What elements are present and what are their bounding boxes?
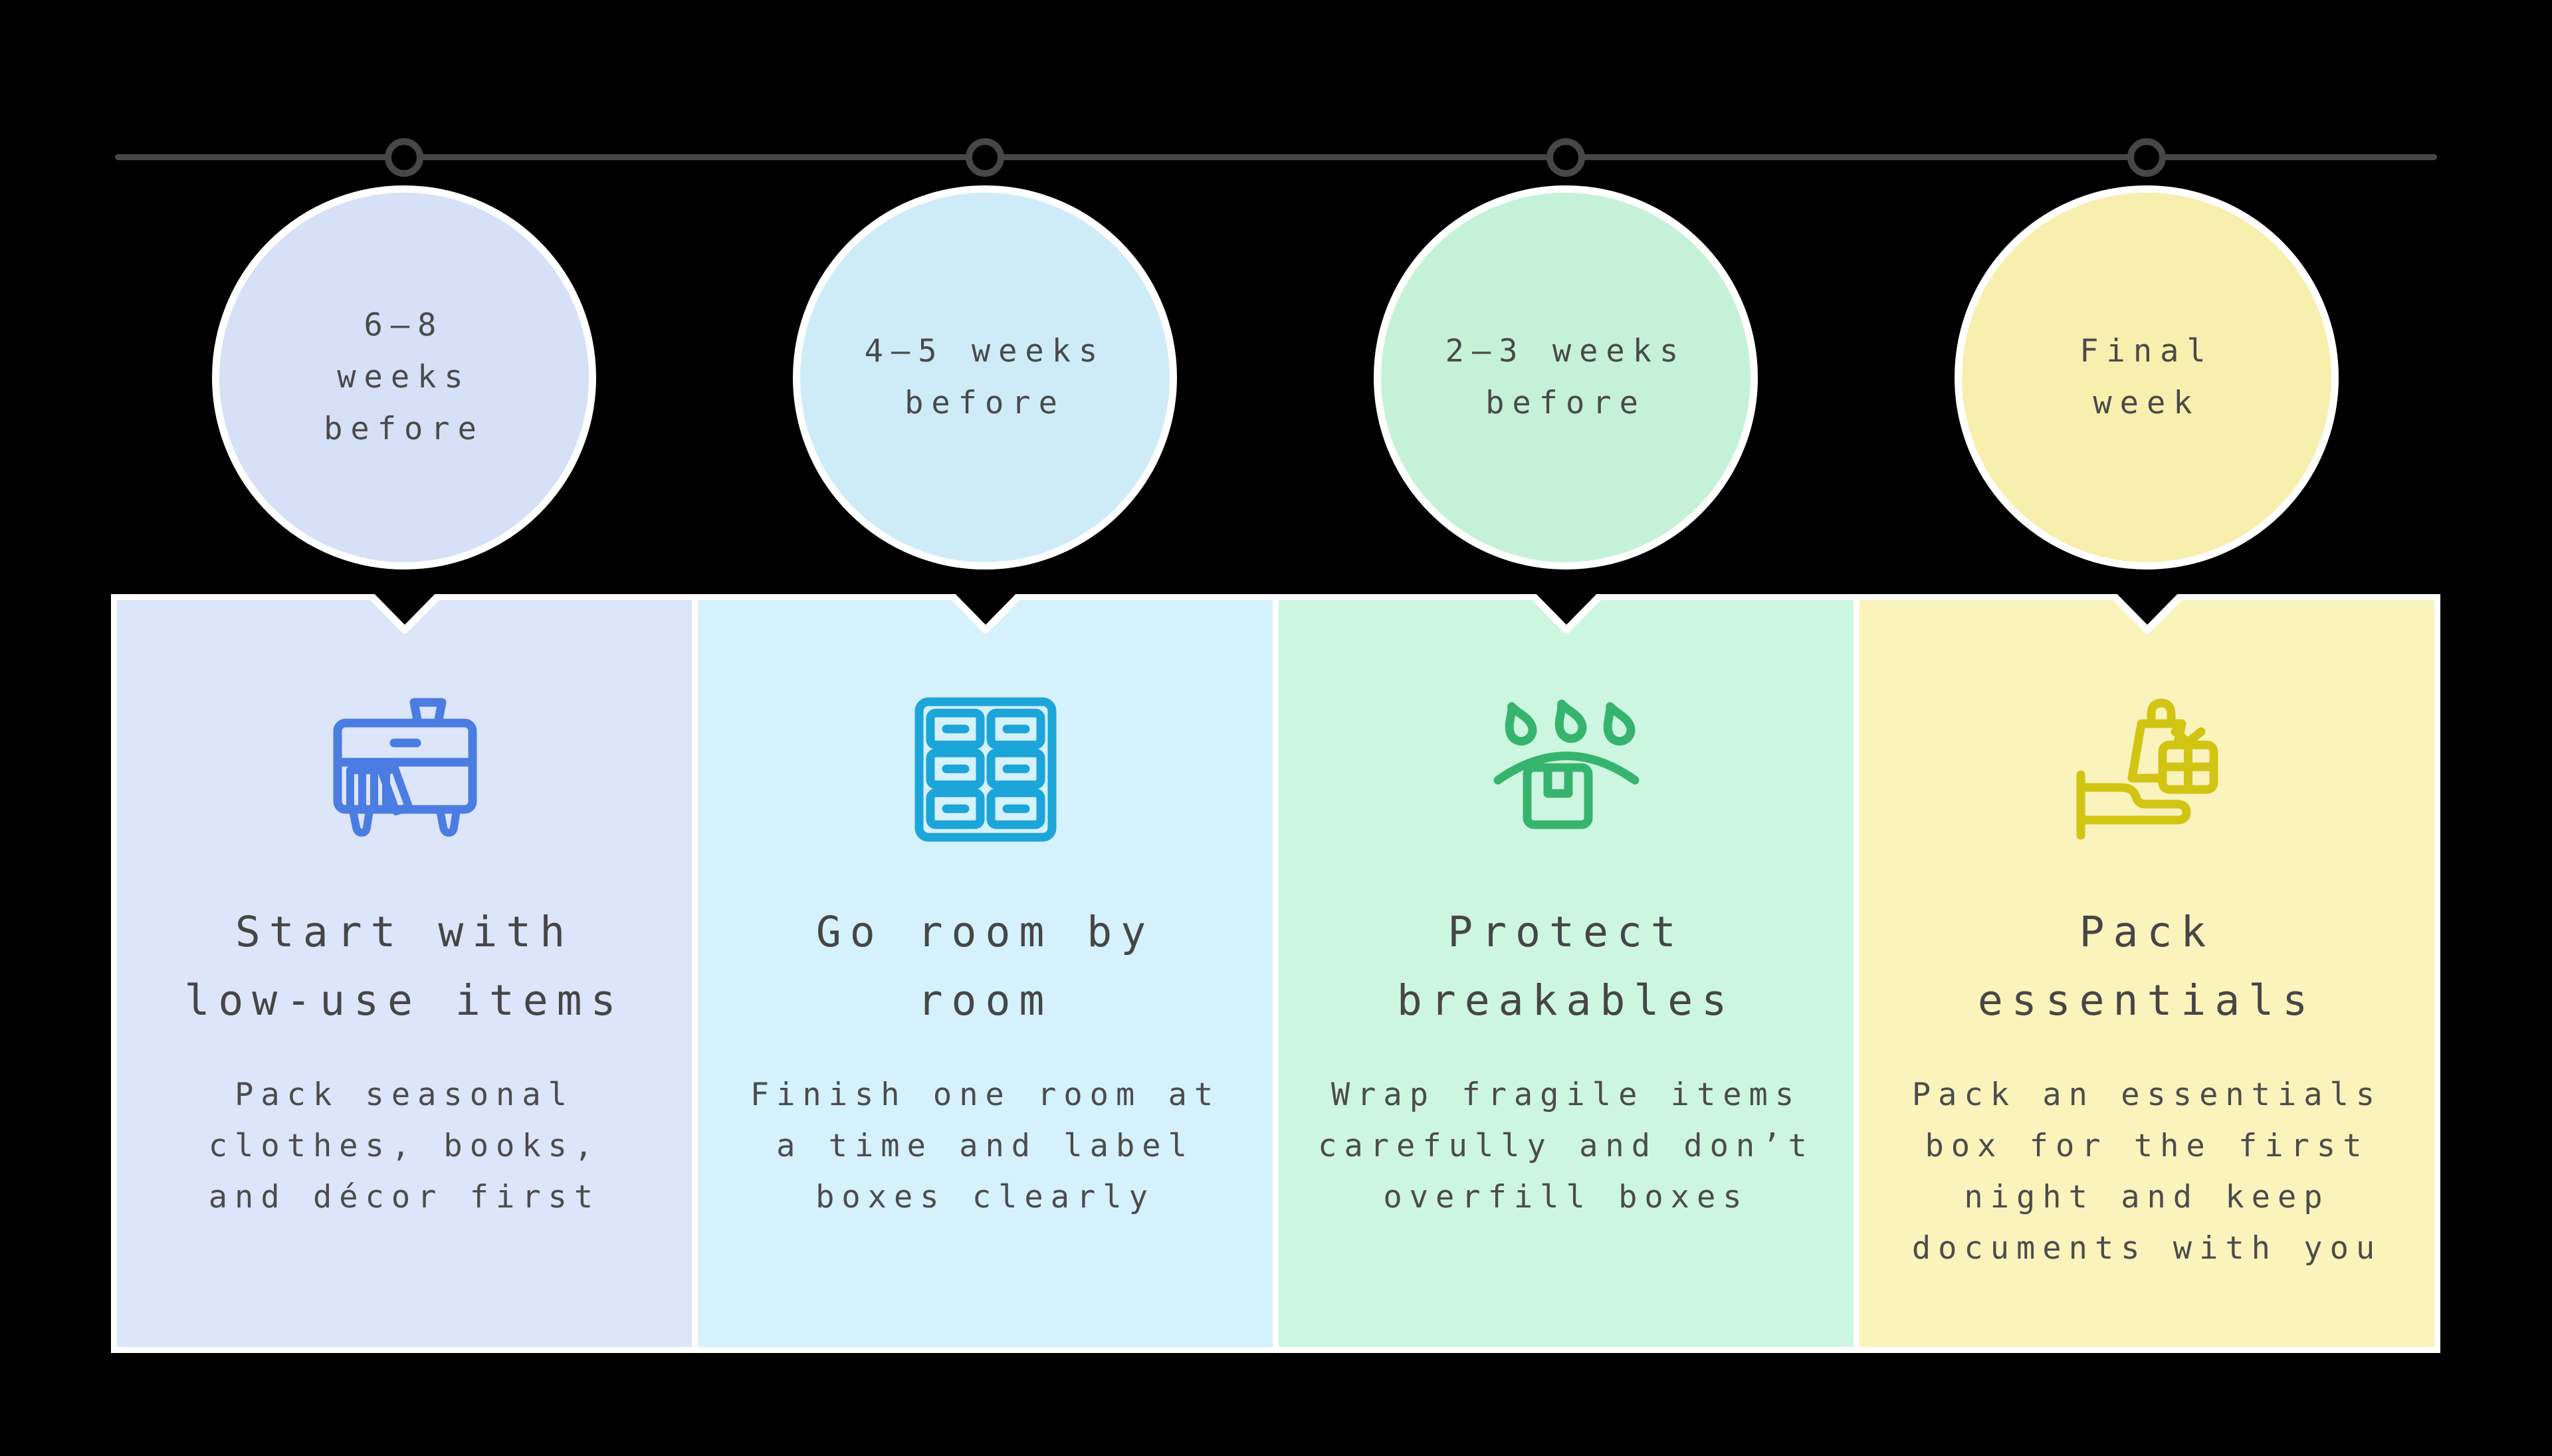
card-notch: [1528, 594, 1604, 634]
timeline-circle-step1: 6–8 weeks before: [212, 185, 596, 570]
card-description: Wrap fragile items carefully and don’t o…: [1318, 1077, 1814, 1215]
card-title: Pack essentials: [1977, 908, 2317, 1025]
card-notch: [2109, 594, 2185, 634]
step-card-room-by-room: Go room by room Finish one room at a tim…: [698, 594, 1273, 1347]
fragile-box-icon: [1493, 699, 1639, 829]
card-notch: [366, 594, 443, 634]
dresser-icon: [333, 698, 477, 837]
timeline-node: [2127, 138, 2166, 177]
timeline-node: [1546, 138, 1585, 177]
circle-label: 6–8 weeks before: [324, 307, 484, 447]
timeline-node: [966, 138, 1004, 177]
cards-row: Start with low-use items Pack seasonal c…: [111, 594, 2440, 1353]
timeline-node: [385, 138, 423, 177]
step-card-protect-breakables: Protect breakables Wrap fragile items ca…: [1279, 594, 1854, 1347]
circle-label: 2–3 weeks before: [1445, 333, 1687, 421]
timeline-circle-step2: 4–5 weeks before: [793, 185, 1177, 570]
step-card-low-use-items: Start with low-use items Pack seasonal c…: [117, 594, 692, 1347]
timeline-circle-step3: 2–3 weeks before: [1374, 185, 1758, 570]
card-description: Pack an essentials box for the first nig…: [1911, 1077, 2383, 1267]
card-title: Protect breakables: [1396, 908, 1736, 1025]
circle-label: 4–5 weeks before: [864, 333, 1106, 421]
card-title: Go room by room: [815, 908, 1155, 1025]
timeline-circle-step4: Final week: [1955, 185, 2339, 570]
card-description: Pack seasonal clothes, books, and décor …: [208, 1077, 601, 1215]
circle-label: Final week: [2079, 333, 2214, 421]
step-card-pack-essentials: Pack essentials Pack an essentials box f…: [1860, 594, 2434, 1347]
card-description: Finish one room at a time and label boxe…: [750, 1077, 1221, 1215]
drawer-cabinet-icon: [914, 697, 1056, 842]
bed-essentials-icon: [2076, 698, 2218, 840]
card-notch: [947, 594, 1023, 634]
card-title: Start with low-use items: [184, 908, 625, 1025]
timeline-line: [115, 154, 2437, 160]
